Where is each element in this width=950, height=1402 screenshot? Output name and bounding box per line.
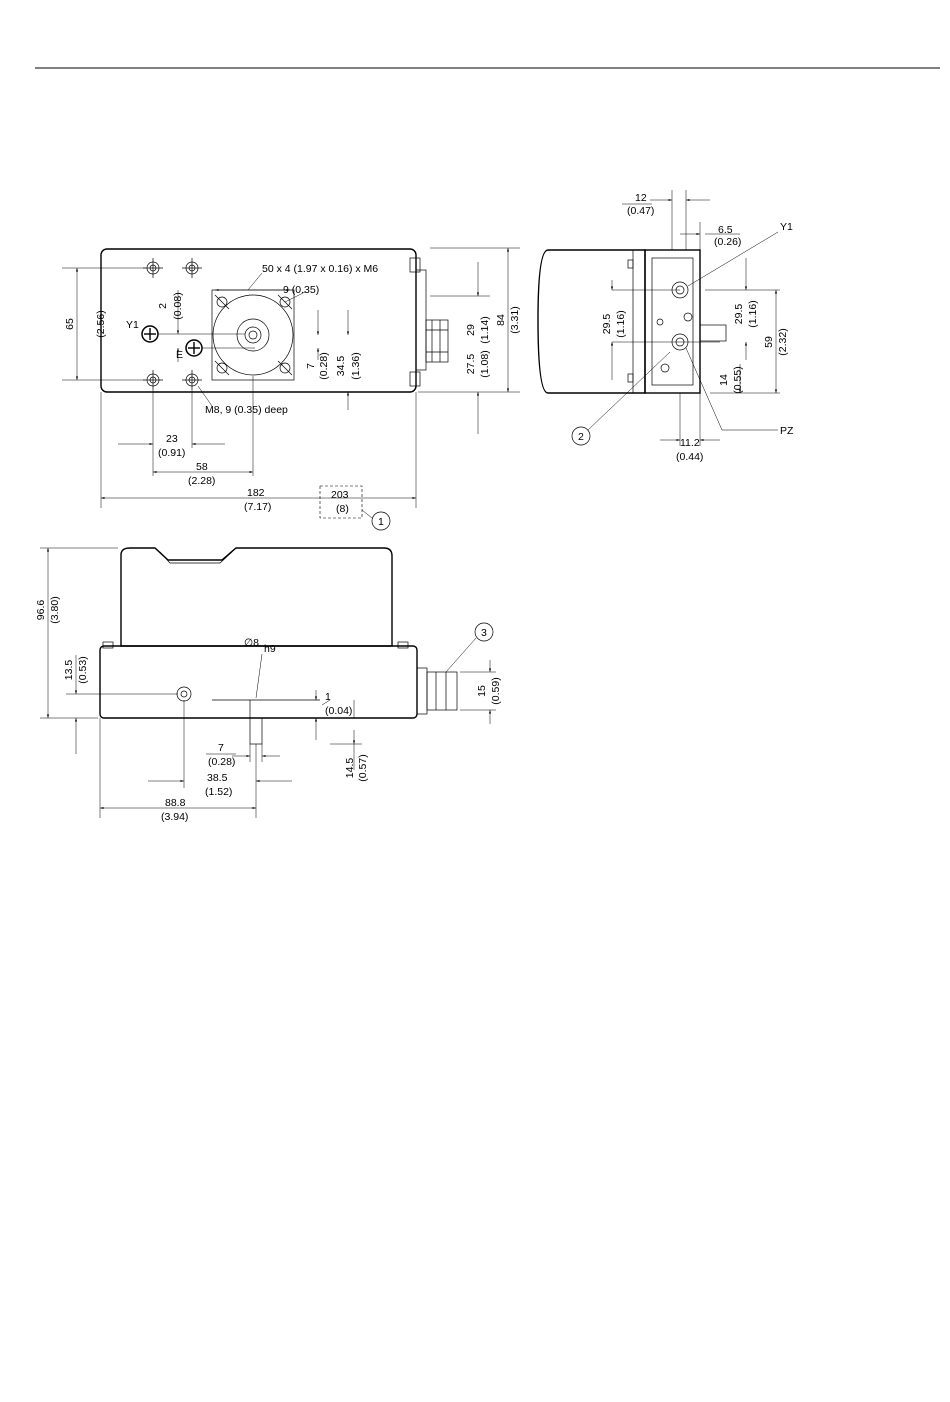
side-h295b-mm: 29.5	[733, 304, 745, 325]
side-y1-label: Y1	[780, 221, 793, 233]
width-182-in: (7.17)	[244, 501, 271, 513]
elev-h135-in: (0.53)	[77, 656, 89, 683]
elev-h135-mm: 13.5	[63, 660, 75, 681]
gland-top-mm: 29	[465, 324, 477, 336]
width-182-mm: 182	[247, 487, 265, 499]
mounting-holes	[143, 258, 202, 390]
side-w112-in: (0.44)	[676, 451, 703, 463]
pz-label: PZ	[780, 425, 794, 437]
height-65-in: (2.56)	[95, 310, 107, 337]
depth-84-mm: 84	[495, 314, 507, 326]
width-23-mm: 23	[166, 433, 178, 445]
gland-bottom-mm: 27.5	[465, 354, 477, 375]
side-h14-in: (0.55)	[732, 366, 744, 393]
width-203-mm: 203	[331, 489, 349, 501]
side-h295b-in: (1.16)	[747, 300, 759, 327]
elev-w385-in: (1.52)	[205, 786, 232, 798]
shaft-offset-7-in: (0.28)	[318, 352, 330, 379]
flange-holes	[214, 294, 293, 376]
side-h295a-mm: 29.5	[601, 314, 613, 335]
side-width-12-in: (0.47)	[627, 205, 654, 217]
e-label: E	[176, 349, 183, 361]
elev-h145-mm: 14.5	[344, 758, 356, 779]
elev-w385-mm: 38.5	[207, 772, 228, 784]
elev-w7-mm: 7	[218, 742, 224, 754]
offset-2-mm: 2	[157, 303, 169, 309]
elev-h15-in: (0.59)	[490, 677, 502, 704]
gland-bottom-in: (1.08)	[479, 350, 491, 377]
side-h59-mm: 59	[763, 336, 775, 348]
side-width-65-mm: 6.5	[718, 224, 733, 236]
elev-w888-mm: 88.8	[165, 797, 186, 809]
side-h14-mm: 14	[718, 374, 730, 386]
width-203-in: (8)	[336, 503, 349, 515]
shaft-tolerance-label: h9	[264, 643, 276, 655]
offset-2-in: (0.08)	[172, 292, 184, 319]
callout-2: 2	[578, 431, 584, 443]
shaft-diameter-label: ∅8	[244, 637, 259, 649]
side-w112-mm: 11.2	[680, 437, 700, 449]
elev-d1-in: (0.04)	[325, 705, 352, 717]
y1-label: Y1	[126, 319, 139, 331]
flange-spec-label: 50 x 4 (1.97 x 0.16) x M6	[262, 263, 378, 275]
hole-spec-label: M8, 9 (0.35) deep	[205, 404, 288, 416]
elev-h966-in: (3.80)	[49, 596, 61, 623]
height-65-mm: 65	[64, 318, 76, 330]
gland-top-in: (1.14)	[479, 316, 491, 343]
elev-w888-in: (3.94)	[161, 811, 188, 823]
front-view: Y1 E 50 x 4 (1.97 x 0.16) x M6 9 (0.35) …	[62, 247, 521, 531]
side-view: 12 (0.47) 6.5 (0.26) Y1 29.5 (1.16) 29.5…	[537, 190, 794, 463]
elev-h145-in: (0.57)	[357, 754, 369, 781]
elev-w7-in: (0.28)	[208, 756, 235, 768]
side-h295a-in: (1.16)	[615, 310, 627, 337]
width-58-mm: 58	[196, 461, 208, 473]
side-h59-in: (2.32)	[777, 328, 789, 355]
callout-1: 1	[378, 516, 384, 528]
shaft-height-mm: 34.5	[335, 356, 347, 377]
shaft-height-in: (1.36)	[350, 352, 362, 379]
shaft-offset-7-mm: 7	[305, 363, 317, 369]
depth-84-in: (3.31)	[509, 306, 521, 333]
width-58-in: (2.28)	[188, 475, 215, 487]
width-23-in: (0.91)	[158, 447, 185, 459]
elev-h15-mm: 15	[476, 685, 488, 697]
callout-3: 3	[481, 627, 487, 639]
elev-h966-mm: 96.6	[35, 600, 47, 621]
side-width-12-mm: 12	[635, 192, 647, 204]
bolt-circle-label: 9 (0.35)	[283, 284, 319, 296]
elev-d1-mm: 1	[325, 691, 331, 703]
side-width-65-in: (0.26)	[714, 236, 741, 248]
elevation-view: 96.6 (3.80) 13.5 (0.53) ∅8 h9 1 (0.04) 1…	[35, 547, 502, 823]
